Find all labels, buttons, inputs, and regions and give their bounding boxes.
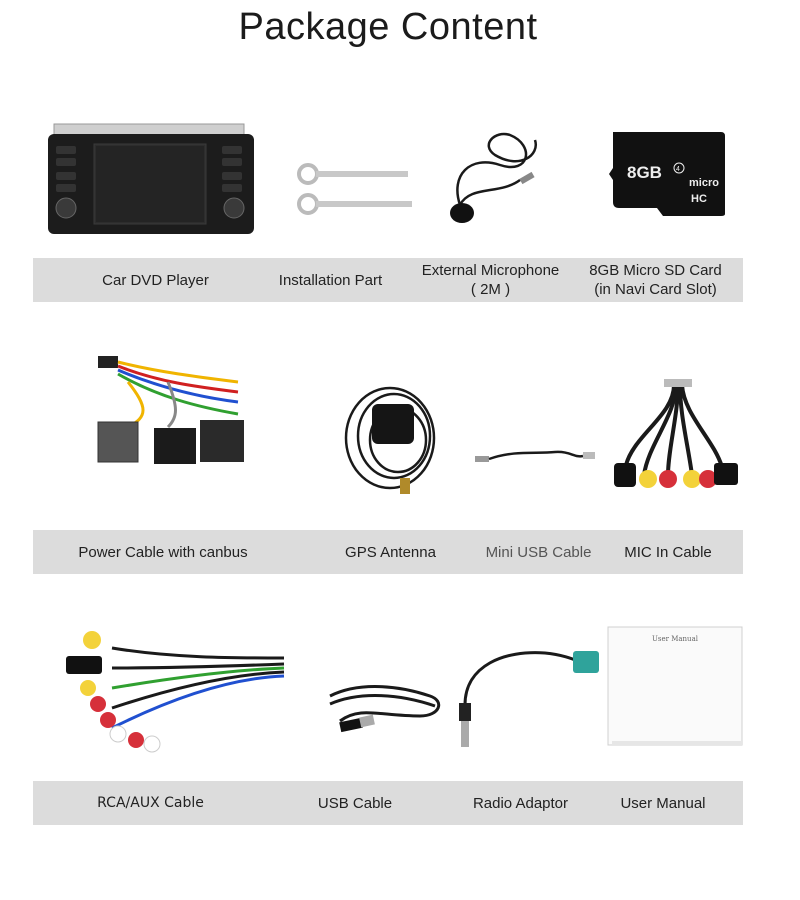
user-manual-icon: User Manual	[606, 625, 744, 747]
sd-card-icon: 8GB micro 4 HC	[609, 130, 727, 218]
mic-in-cable-icon	[604, 375, 744, 500]
label-micro-sd-card: 8GB Micro SD Card(in Navi Card Slot)	[589, 262, 722, 298]
label-mini-usb-cable: Mini USB Cable	[485, 543, 592, 561]
mini-usb-cable-icon	[475, 440, 597, 470]
label-gps-antenna: GPS Antenna	[345, 543, 436, 561]
page-title: Package Content	[238, 6, 538, 48]
label-installation-part: Installation Part	[278, 271, 383, 289]
power-cable-icon	[88, 352, 258, 472]
label-bar-row-2: Power Cable with canbus GPS Antenna Mini…	[33, 530, 743, 574]
rca-cable-icon	[52, 628, 292, 758]
label-mic-in-cable: MIC In Cable	[624, 543, 712, 561]
usb-cable-icon	[320, 676, 450, 736]
gps-antenna-icon	[340, 380, 450, 498]
label-power-cable: Power Cable with canbus	[78, 543, 248, 561]
label-user-manual: User Manual	[620, 794, 706, 812]
label-radio-adaptor: Radio Adaptor	[472, 794, 569, 812]
sd-card-brand: micro	[689, 177, 719, 189]
installation-tool-icon	[294, 160, 414, 220]
sd-card-class: 4	[676, 166, 680, 173]
microphone-icon	[440, 125, 550, 235]
label-bar-row-1: Car DVD Player Installation Part Externa…	[33, 258, 743, 302]
label-bar-row-3: RCA/AUX Cable USB Cable Radio Adaptor Us…	[33, 781, 743, 825]
sd-card-capacity: 8GB	[627, 163, 662, 182]
manual-title: User Manual	[652, 635, 698, 643]
car-dvd-player-icon	[44, 120, 256, 240]
label-car-dvd-player: Car DVD Player	[102, 271, 209, 289]
label-rca-aux-cable: RCA/AUX Cable	[97, 794, 204, 811]
sd-card-type: HC	[691, 193, 707, 205]
label-external-microphone: External Microphone( 2M )	[421, 262, 560, 298]
label-usb-cable: USB Cable	[317, 794, 393, 812]
radio-adaptor-icon	[455, 645, 603, 750]
